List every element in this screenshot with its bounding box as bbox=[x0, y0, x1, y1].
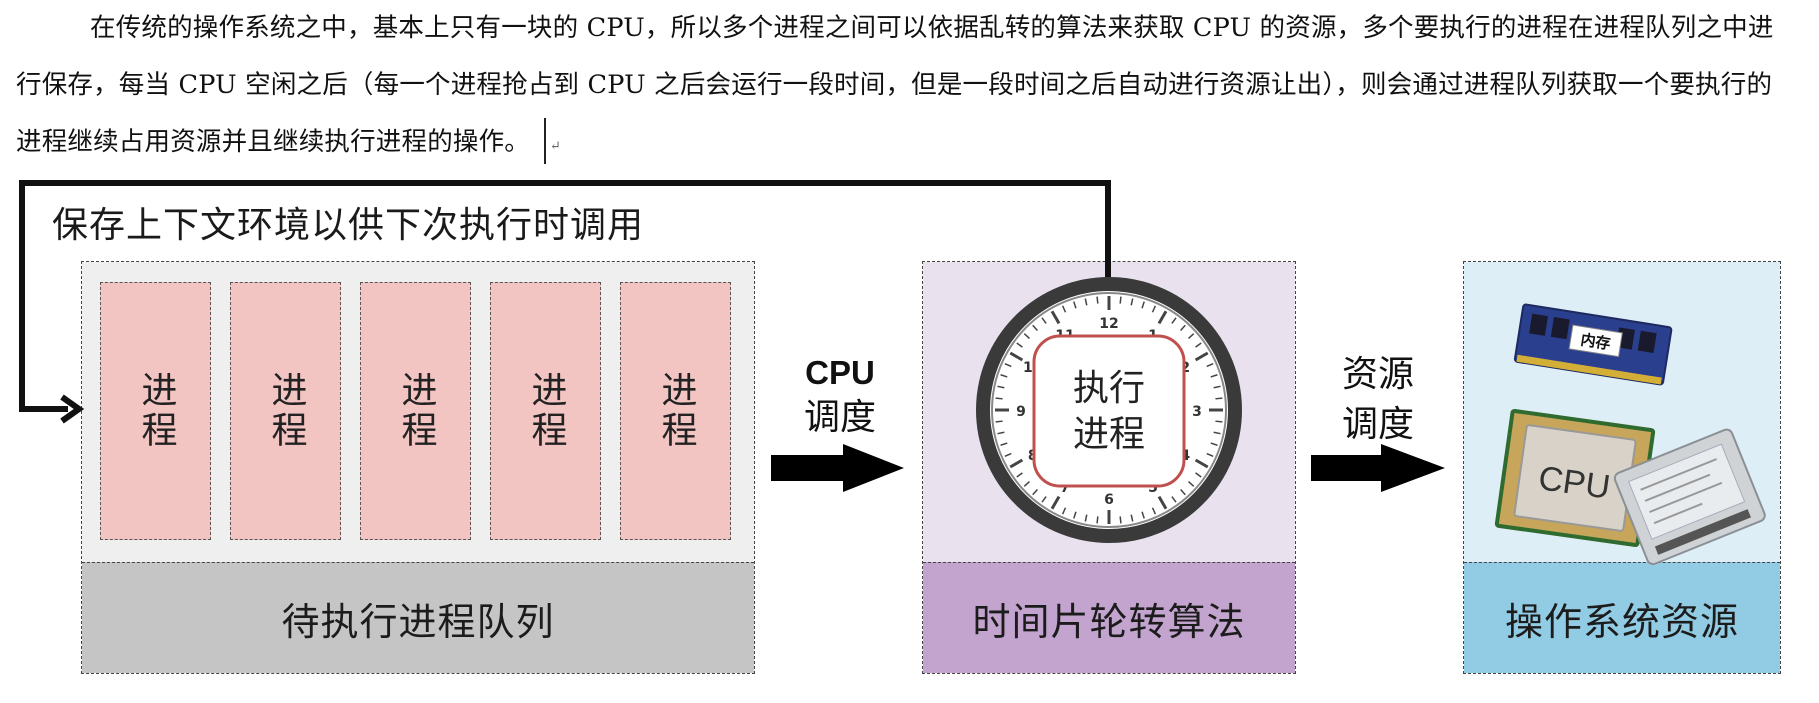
clock-number-7: 7 bbox=[1060, 480, 1070, 496]
process-queue-area: 进程 进程 进程 进程 进程 bbox=[82, 262, 754, 564]
process-block-5: 进程 bbox=[620, 282, 731, 540]
resource-dispatch-line2: 调度 bbox=[1341, 404, 1414, 445]
process-block-4: 进程 bbox=[490, 282, 601, 540]
clock-number-6: 6 bbox=[1104, 492, 1114, 508]
process-block-1: 进程 bbox=[100, 282, 211, 540]
round-robin-title: 时间片轮转算法 bbox=[923, 562, 1295, 673]
process-queue-title: 待执行进程队列 bbox=[82, 562, 754, 673]
context-save-caption: 保存上下文环境以供下次执行时调用 bbox=[52, 205, 645, 246]
clock-number-3: 3 bbox=[1192, 404, 1202, 420]
memory-label: 内存 bbox=[1579, 331, 1611, 353]
description-paragraph: 在传统的操作系统之中，基本上只有一块的 CPU，所以多个进程之间可以依据乱转的算… bbox=[16, 0, 1796, 175]
cpu-dispatch-line1: CPU bbox=[805, 354, 875, 391]
process-block-3: 进程 bbox=[360, 282, 471, 540]
hard-disk-icon bbox=[1613, 428, 1766, 566]
feedback-arrowhead-icon bbox=[60, 394, 85, 424]
feedback-loop-line bbox=[19, 180, 1111, 412]
paragraph-mark-icon: ↵ bbox=[550, 139, 562, 154]
clock-center-line1: 执行 bbox=[1073, 368, 1145, 409]
clock-number-12: 12 bbox=[1099, 316, 1118, 332]
resource-dispatch-arrow-icon bbox=[1311, 444, 1445, 492]
memory-module-icon: 内存 bbox=[1513, 303, 1673, 386]
cpu-chip-icon: CPU bbox=[1494, 408, 1656, 548]
cpu-dispatch-arrow-icon bbox=[771, 444, 904, 492]
resource-dispatch-label: 资源 调度 bbox=[1328, 350, 1428, 450]
cpu-dispatch-line2: 调度 bbox=[803, 397, 876, 438]
paragraph-text: 在传统的操作系统之中，基本上只有一块的 CPU，所以多个进程之间可以依据乱转的算… bbox=[16, 13, 1774, 157]
os-resources-title: 操作系统资源 bbox=[1464, 562, 1780, 673]
process-queue-panel: 进程 进程 进程 进程 进程 待执行进程队列 bbox=[81, 261, 755, 674]
current-process-box bbox=[1032, 334, 1186, 488]
clock-center-line2: 进程 bbox=[1073, 414, 1145, 455]
resource-dispatch-line1: 资源 bbox=[1341, 354, 1414, 395]
clock-number-5: 5 bbox=[1148, 480, 1158, 496]
clock-number-9: 9 bbox=[1016, 404, 1026, 420]
text-cursor bbox=[544, 118, 547, 164]
cpu-dispatch-label: CPU 调度 bbox=[790, 352, 890, 442]
clock-icon: 121234567891011 执行 进程 bbox=[976, 277, 1242, 543]
process-block-2: 进程 bbox=[230, 282, 341, 540]
